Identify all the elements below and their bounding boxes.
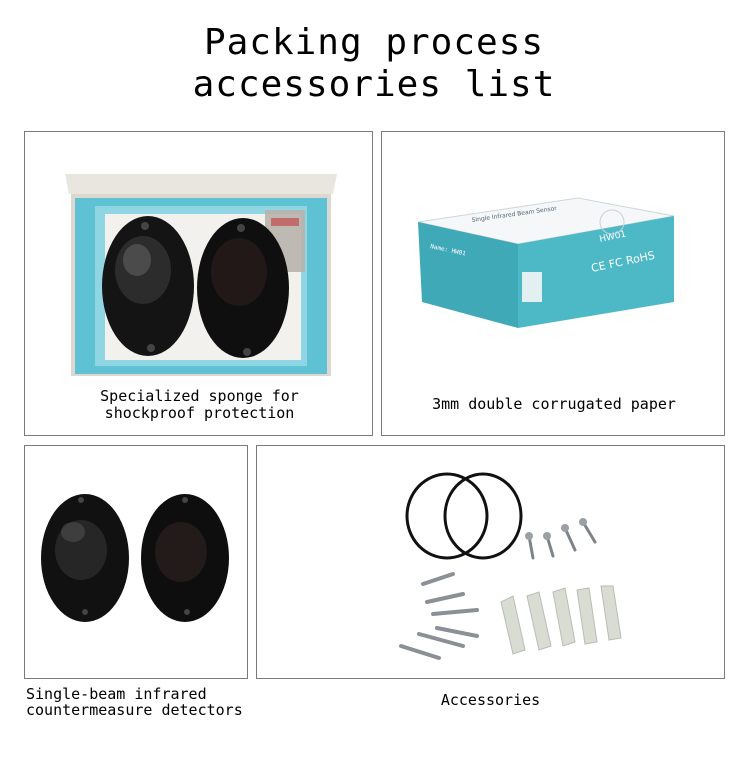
title-line-1: Packing process [203, 22, 545, 63]
open-box-photo [65, 174, 337, 376]
caption-corrugated: 3mm double corrugated paper [432, 395, 676, 413]
caption-sponge: Specialized sponge for shockproof protec… [100, 387, 299, 422]
panel-detectors [24, 445, 248, 679]
closed-box-photo: Name: HW01 CE FC RoHS HW01 Single Infrar… [417, 197, 675, 328]
caption-detectors: Single-beam infrared countermeasure dete… [26, 685, 243, 719]
page-title: Packing process accessories list [0, 22, 748, 106]
detectors-photo [41, 494, 229, 622]
title-line-2: accessories list [192, 64, 556, 105]
panel-corrugated-paper: Name: HW01 CE FC RoHS HW01 Single Infrar… [381, 131, 725, 436]
panel-sponge-protection: Specialized sponge for shockproof protec… [24, 131, 373, 436]
caption-accessories: Accessories [440, 691, 541, 709]
accessories-photo [399, 472, 622, 660]
panel-accessories [256, 445, 725, 679]
